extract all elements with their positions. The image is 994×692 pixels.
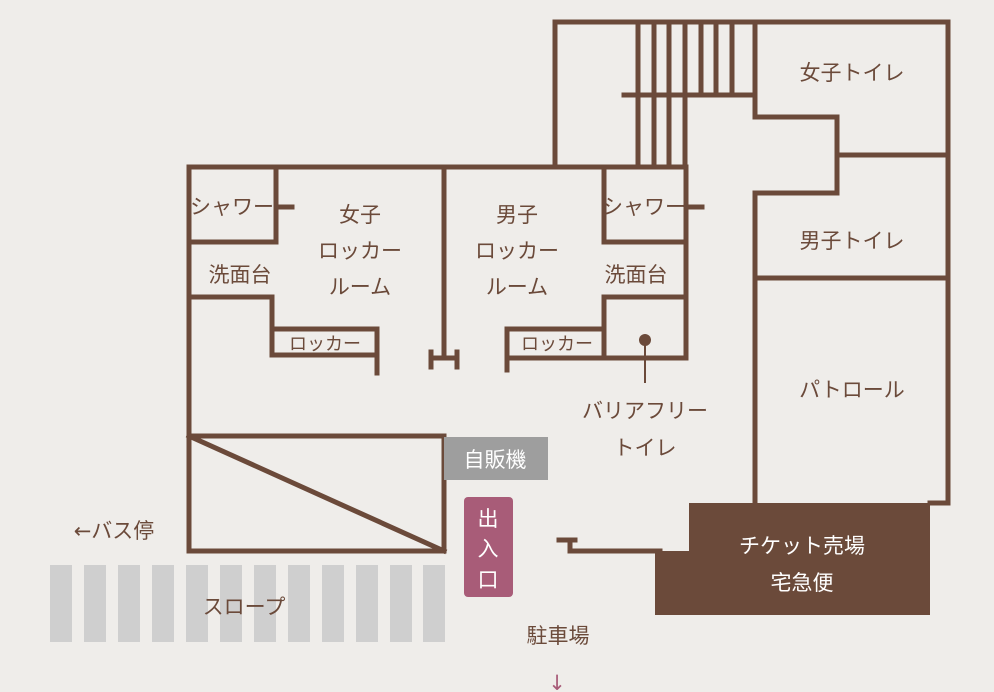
barrier-free-toilet-label-1: バリアフリー: [582, 399, 708, 423]
bus-stop-label: ←バス停: [74, 519, 155, 543]
entrance: [464, 497, 513, 597]
barrier-free-toilet-label-2: トイレ: [614, 436, 677, 460]
entrance-label-1: 出: [478, 507, 499, 531]
slope: [50, 565, 445, 642]
slope-label: スロープ: [203, 595, 286, 619]
womens-locker-room-label-3: ルーム: [329, 275, 391, 299]
vending-machine: [444, 437, 548, 480]
mens-wash-label: 洗面台: [605, 263, 668, 287]
mens-locker-room-label-3: ルーム: [486, 275, 548, 299]
mens-locker-room-label-1: 男子: [496, 203, 538, 227]
mens-shower-label: シャワー: [602, 195, 686, 219]
stairs: [621, 19, 758, 170]
mens-locker-label: ロッカー: [521, 334, 593, 355]
ticket-label: チケット売場: [739, 534, 865, 558]
delivery-label: 宅急便: [771, 571, 834, 595]
mens-locker-room-label-2: ロッカー: [475, 239, 559, 263]
parking-label: 駐車場: [527, 624, 590, 648]
walls: [185, 19, 951, 555]
mens-toilet-label: 男子トイレ: [800, 229, 905, 253]
entrance-label-3: 口: [478, 568, 499, 592]
womens-wash-label: 洗面台: [209, 263, 272, 287]
womens-locker-room-label-2: ロッカー: [318, 239, 402, 263]
patrol-label: パトロール: [799, 378, 905, 402]
vending-label: 自販機: [464, 448, 527, 472]
womens-shower-label: シャワー: [190, 195, 274, 219]
entrance-label-2: 入: [478, 537, 499, 561]
parking-arrow-icon: ↓: [548, 671, 566, 692]
womens-toilet-label: 女子トイレ: [800, 61, 905, 85]
womens-locker-label: ロッカー: [289, 334, 361, 355]
womens-locker-room-label-1: 女子: [339, 203, 381, 227]
ticket-counter: [655, 503, 930, 615]
